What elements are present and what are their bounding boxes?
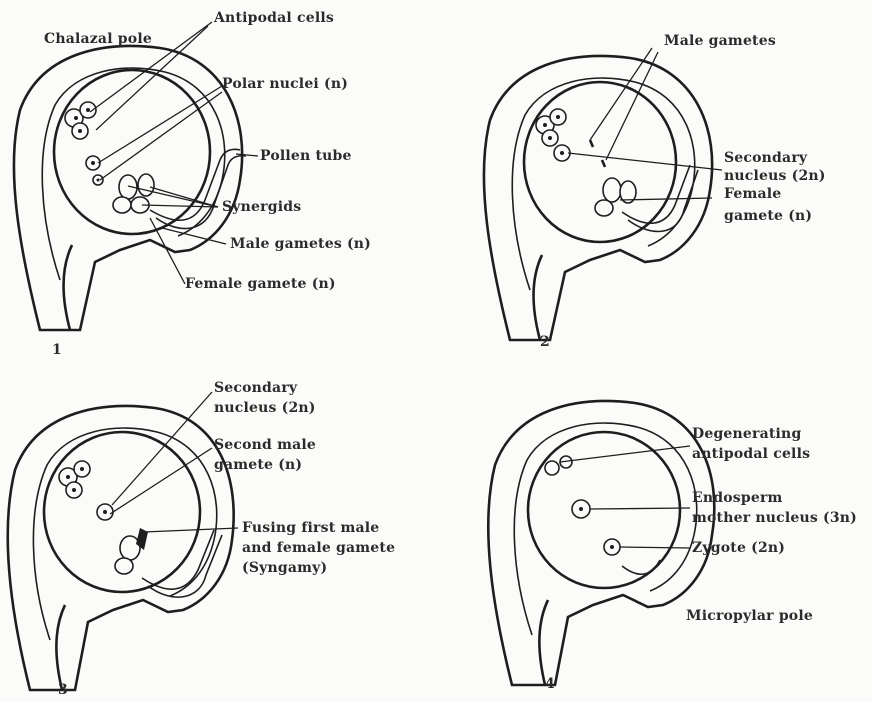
label-syngamy: (Syngamy) <box>242 560 327 577</box>
ovule-panel-4 <box>488 401 714 685</box>
label-micropylar-pole: Micropylar pole <box>686 608 813 625</box>
label-chalazal-pole: Chalazal pole <box>44 31 152 48</box>
panel-number-1: 1 <box>52 342 62 358</box>
label-female-gamete-2: Female <box>724 186 781 203</box>
panel-number-2: 2 <box>540 334 550 350</box>
label-male-gametes: Male gametes <box>664 33 776 50</box>
label-secondary-nucleus-3-line2: nucleus (2n) <box>214 400 316 417</box>
label-synergids: Synergids <box>222 199 301 216</box>
label-male-gametes-n: Male gametes (n) <box>230 236 371 253</box>
panel-number-3: 3 <box>58 682 68 698</box>
label-zygote: Zygote (2n) <box>692 540 785 557</box>
label-female-gamete-2-line2: gamete (n) <box>724 208 812 225</box>
label-secondary-nucleus-2: Secondary <box>724 150 807 167</box>
ovule-panel-2 <box>484 48 722 340</box>
ovule-panel-3 <box>8 392 238 690</box>
label-fusing-gametes: Fusing first male <box>242 520 379 537</box>
label-female-gamete-n: Female gamete (n) <box>185 276 336 293</box>
label-endosperm-mother: Endosperm <box>692 490 783 507</box>
label-degenerating-antipodal: Degenerating <box>692 426 801 443</box>
label-second-male-gamete-line2: gamete (n) <box>214 457 302 474</box>
label-degenerating-antipodal-line2: antipodal cells <box>692 446 810 463</box>
label-pollen-tube: Pollen tube <box>260 148 352 165</box>
label-secondary-nucleus-2-line2: nucleus (2n) <box>724 168 826 185</box>
label-second-male-gamete: Second male <box>214 437 316 454</box>
label-fusing-gametes-line2: and female gamete <box>242 540 395 557</box>
label-secondary-nucleus-3: Secondary <box>214 380 297 397</box>
label-endosperm-mother-line2: mother nucleus (3n) <box>692 510 857 527</box>
label-polar-nuclei: Polar nuclei (n) <box>222 76 348 93</box>
label-antipodal-cells: Antipodal cells <box>214 10 334 27</box>
panel-number-4: 4 <box>545 676 555 692</box>
